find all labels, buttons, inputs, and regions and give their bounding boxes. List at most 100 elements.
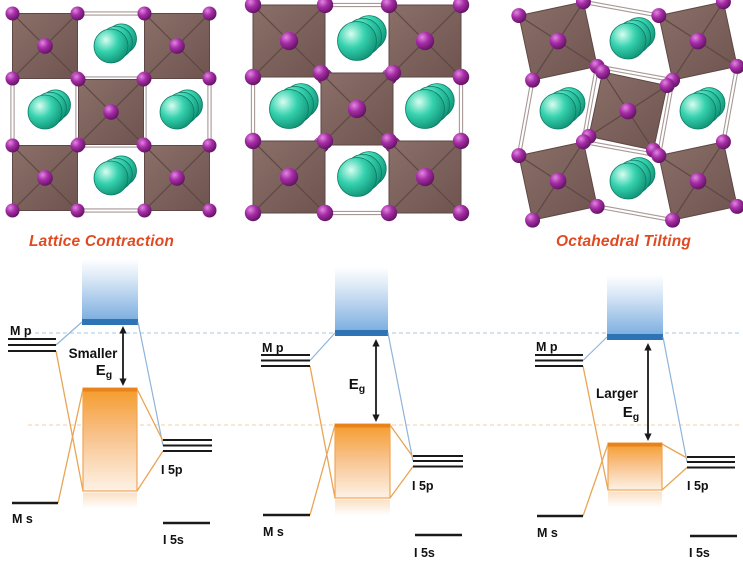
teal-sphere-front bbox=[337, 21, 377, 61]
bond-rod bbox=[659, 80, 675, 156]
connector-ms-vb bbox=[57, 388, 84, 504]
level-label-i5s: I 5s bbox=[689, 546, 710, 560]
valence-band bbox=[607, 442, 663, 491]
connector-cb-i5p bbox=[137, 321, 164, 446]
connector-cb-i5p bbox=[387, 332, 414, 462]
teal-sphere-front bbox=[405, 89, 445, 129]
valence-band bbox=[82, 387, 138, 492]
connector-mp-cb bbox=[309, 332, 336, 361]
purple-atom-center bbox=[689, 32, 707, 50]
purple-atom bbox=[380, 204, 398, 222]
connector-mp-vb bbox=[582, 365, 609, 491]
level-label-i5s: I 5s bbox=[414, 546, 435, 560]
crystal-structure-reference bbox=[244, 0, 470, 222]
teal-sphere-front bbox=[609, 22, 647, 60]
valence-band-edge bbox=[83, 388, 137, 392]
purple-atom bbox=[715, 0, 731, 10]
purple-atom-center bbox=[619, 102, 637, 120]
purple-atom-center bbox=[689, 172, 707, 190]
octahedron bbox=[137, 138, 217, 218]
purple-atom bbox=[312, 64, 330, 82]
purple-atom-center bbox=[549, 172, 567, 190]
purple-atom bbox=[137, 138, 152, 153]
connector-mp-cb bbox=[55, 321, 83, 346]
eg-label: Eg bbox=[96, 362, 112, 381]
connector-ms-vb bbox=[309, 424, 336, 516]
purple-atom-center bbox=[347, 99, 367, 119]
level-label-mp: M p bbox=[536, 340, 558, 354]
valence-band-edge bbox=[335, 424, 390, 428]
valence-band-reflection bbox=[608, 491, 662, 508]
connector-mp-vb bbox=[309, 365, 336, 499]
a-site-cation bbox=[337, 151, 387, 197]
purple-atom bbox=[316, 132, 334, 150]
connector-vb-i5p-top bbox=[389, 424, 414, 458]
connector-ms-vb bbox=[582, 443, 609, 517]
purple-atom bbox=[244, 0, 262, 14]
teal-sphere-front bbox=[93, 160, 129, 196]
eg-arrow-head-bottom bbox=[644, 433, 652, 441]
octahedron bbox=[71, 72, 151, 152]
octahedron bbox=[5, 138, 85, 218]
purple-atom-center bbox=[415, 167, 435, 187]
purple-atom bbox=[244, 132, 262, 150]
valence-band-edge bbox=[608, 443, 662, 447]
connector-vb-i5p-top bbox=[661, 443, 688, 459]
octahedron bbox=[244, 0, 334, 86]
octahedron bbox=[137, 6, 217, 86]
connector-vb-i5p-bottom bbox=[661, 467, 688, 491]
purple-atom-center bbox=[37, 170, 53, 186]
connector-cb-i5p bbox=[662, 336, 688, 463]
conduction-band-edge bbox=[335, 330, 388, 336]
purple-atom bbox=[659, 78, 675, 94]
level-label-ms: M s bbox=[537, 526, 558, 540]
purple-atom bbox=[5, 6, 20, 21]
purple-atom bbox=[71, 72, 86, 87]
purple-atom-center bbox=[169, 38, 185, 54]
level-label-ms: M s bbox=[263, 525, 284, 539]
a-site-cation bbox=[609, 157, 656, 200]
bond-rod bbox=[583, 142, 659, 158]
purple-atom bbox=[525, 72, 541, 88]
eg-qualifier: Larger bbox=[596, 386, 639, 401]
a-site-cation bbox=[27, 89, 71, 130]
caption-octahedral-tilting: Octahedral Tilting bbox=[556, 233, 692, 250]
purple-atom bbox=[136, 72, 151, 87]
purple-atom bbox=[244, 204, 262, 222]
teal-sphere-front bbox=[679, 92, 717, 130]
connector-mp-cb bbox=[582, 336, 608, 361]
purple-atom bbox=[70, 203, 85, 218]
purple-atom bbox=[452, 68, 470, 86]
purple-atom bbox=[651, 148, 667, 164]
purple-atom bbox=[5, 203, 20, 218]
a-site-cation bbox=[609, 17, 656, 60]
purple-atom bbox=[452, 132, 470, 150]
purple-atom-center bbox=[103, 104, 119, 120]
teal-sphere-front bbox=[539, 92, 577, 130]
teal-sphere-front bbox=[159, 94, 195, 130]
bond-rod bbox=[519, 80, 535, 156]
purple-atom bbox=[316, 0, 334, 14]
conduction-band bbox=[335, 267, 388, 330]
caption-lattice-contraction: Lattice Contraction bbox=[29, 233, 175, 250]
purple-atom bbox=[729, 198, 743, 214]
crystal-structure-contracted bbox=[5, 6, 217, 218]
teal-sphere-front bbox=[269, 89, 309, 129]
a-site-cation bbox=[405, 83, 455, 129]
teal-sphere-front bbox=[609, 162, 647, 200]
purple-atom bbox=[715, 134, 731, 150]
octahedron bbox=[244, 132, 334, 222]
octahedron bbox=[511, 134, 605, 228]
eg-arrow-head-bottom bbox=[119, 378, 127, 386]
purple-atom bbox=[575, 0, 591, 10]
eg-arrow-head-top bbox=[644, 343, 652, 351]
a-site-cation bbox=[269, 83, 319, 129]
purple-atom bbox=[5, 71, 20, 86]
level-label-i5p: I 5p bbox=[687, 479, 709, 493]
purple-atom bbox=[316, 204, 334, 222]
purple-atom bbox=[595, 64, 611, 80]
purple-atom-center bbox=[37, 38, 53, 54]
a-site-cation bbox=[159, 89, 203, 130]
bond-rod bbox=[583, 0, 660, 15]
